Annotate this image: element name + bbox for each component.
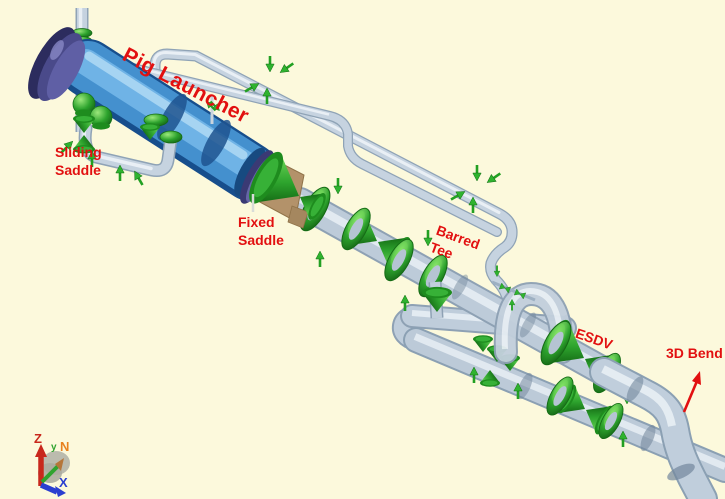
- instrument-line: [491, 264, 536, 312]
- axis-x-label: X: [59, 475, 68, 490]
- loop-hoop: [493, 281, 574, 364]
- bend-annotation-arrow: [682, 371, 701, 413]
- orientation-triad[interactable]: Z y N X: [34, 431, 70, 497]
- pig-launcher-vessel: [59, 39, 279, 201]
- label-3d-bend: 3D Bend: [666, 345, 723, 361]
- axis-n-arrow: [40, 464, 60, 484]
- tee-branch: [417, 274, 460, 319]
- vessel-vent-stem: [203, 95, 223, 124]
- overhead-thin-pipe: [149, 48, 518, 307]
- axis-z-label: Z: [34, 431, 42, 446]
- pipe-3d-bend: [589, 357, 718, 499]
- label-sliding-saddle: Sliding Saddle: [55, 144, 102, 178]
- axis-x-arrow: [39, 482, 59, 495]
- closure-end-cap: [28, 27, 86, 102]
- axis-n-label: N: [60, 439, 69, 454]
- axis-y-label: y: [51, 442, 57, 453]
- label-fixed-saddle: Fixed Saddle: [238, 214, 284, 248]
